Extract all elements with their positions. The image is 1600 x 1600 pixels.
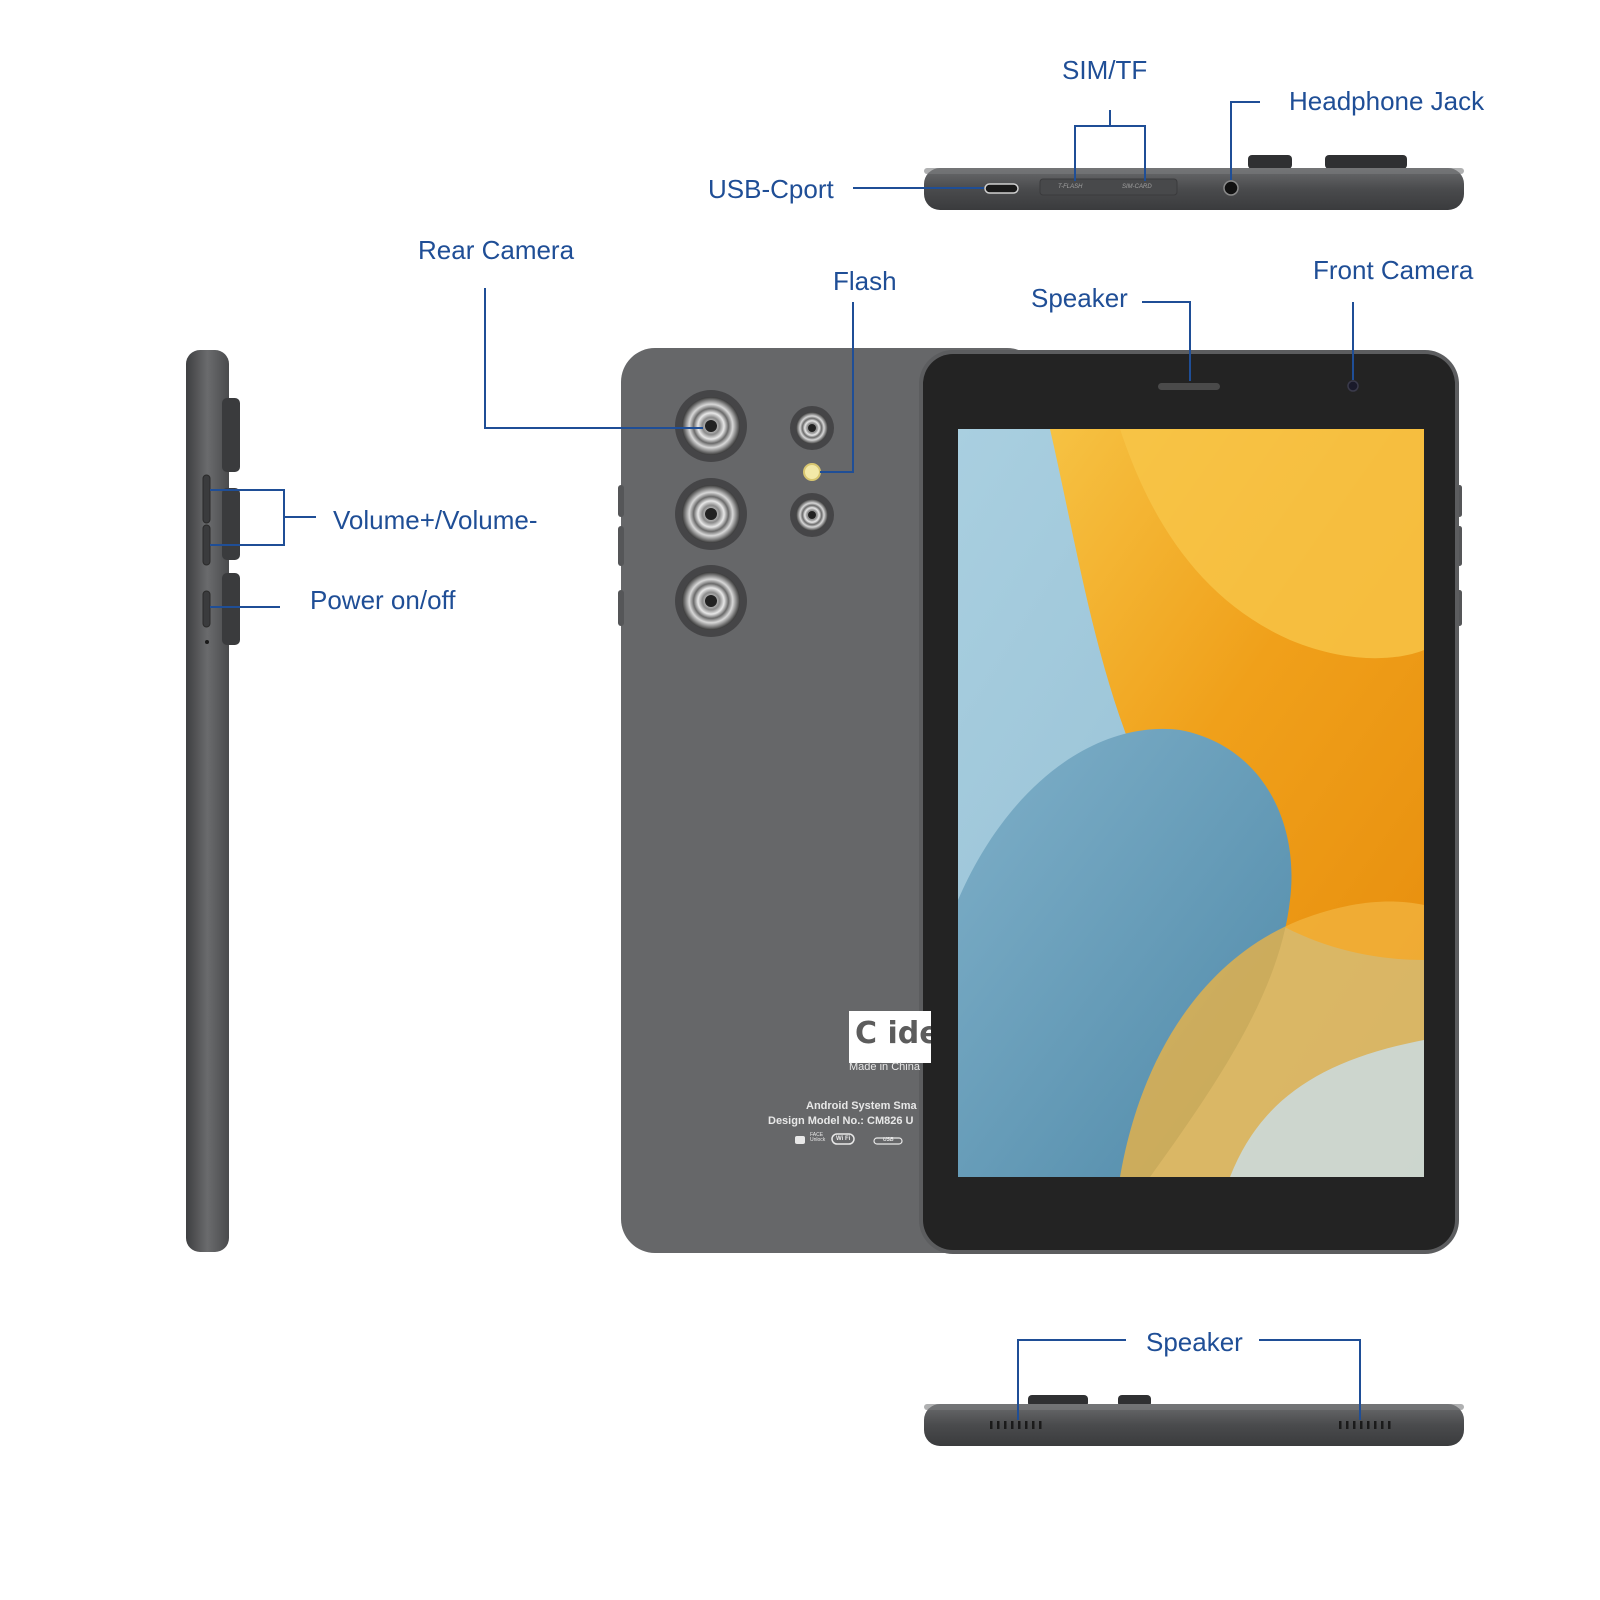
top-edge-view [924,155,1464,210]
bottom-speaker-grille-left [990,1421,1042,1429]
usb-c-port [984,183,1019,194]
volume-label: Volume+/Volume- [333,505,538,535]
face-unlock-mark: FACE Unlock [810,1132,826,1143]
speaker-top-label: Speaker [1031,283,1128,313]
leader-lines [210,101,1361,1420]
left-side-view [186,350,240,1252]
rear-camera-lens-1 [675,390,747,462]
power-label: Power on/off [310,585,456,615]
headphone-jack [1223,180,1239,196]
sim-tf-label: SIM/TF [1062,55,1148,85]
headphone-jack-label: Headphone Jack [1289,86,1485,116]
volume-up-button [202,474,211,524]
rear-camera-lens-2 [675,478,747,550]
front-camera-label: Front Camera [1313,255,1474,285]
made-in-text: Made in China [849,1061,920,1073]
usb-cport-label: USB-Cport [708,174,834,204]
aux-lens-top [790,406,834,450]
model-number-text: Design Model No.: CM826 U [768,1115,914,1127]
front-camera-lens [1347,380,1359,392]
usb-mark: USB [883,1137,894,1143]
brand-logo-box: C ide [849,1011,931,1063]
sim-tf-tray [1039,178,1178,196]
flash-label: Flash [833,266,897,296]
aux-lens-bottom [790,493,834,537]
bottom-edge-view [924,1395,1464,1446]
tflash-slot-label: T-FLASH [1058,184,1083,190]
bottom-speaker-grille-right [1339,1421,1391,1429]
rear-camera-lens-3 [675,565,747,637]
simcard-slot-label: SIM-CARD [1122,184,1152,190]
speaker-bottom-label: Speaker [1146,1327,1243,1357]
brand-logo: C ide [855,1016,931,1051]
flash-led [803,463,821,481]
screen-wallpaper [958,429,1424,1177]
cert-logos [795,1133,903,1145]
volume-down-button [202,524,211,566]
rear-camera-label: Rear Camera [418,235,575,265]
power-button [202,590,211,628]
front-panel [919,350,1462,1254]
earpiece-speaker [1158,383,1220,390]
wifi-mark: Wi Fi [836,1136,851,1142]
product-line-text: Android System Sma [806,1100,917,1112]
